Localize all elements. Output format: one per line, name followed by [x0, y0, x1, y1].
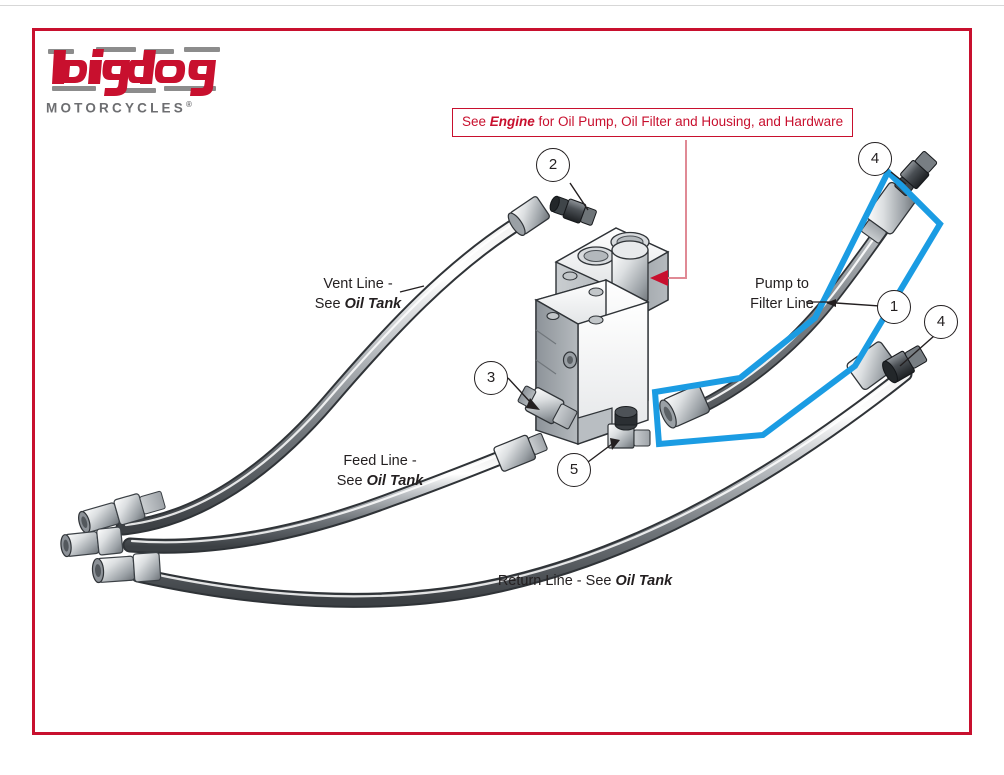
label-vent-line-prefix: See: [314, 295, 345, 312]
label-pump-to-filter-l1: Pump to: [755, 276, 809, 292]
note-suffix: for Oil Pump, Oil Filter and Housing, an…: [534, 114, 844, 129]
callout-bubble-3[interactable]: 3: [474, 361, 508, 395]
label-vent-line-l2: See Oil Tank: [298, 295, 418, 315]
label-feed-line-emphasis: Oil Tank: [366, 472, 424, 489]
label-return-line: Return Line - See Oil Tank: [480, 572, 690, 592]
engine-reference-note: See Engine for Oil Pump, Oil Filter and …: [452, 108, 854, 137]
registered-mark: ®: [185, 100, 192, 109]
callout-bubble-4-lower[interactable]: 4: [924, 305, 958, 339]
label-feed-line: Feed Line - See Oil Tank: [320, 452, 440, 491]
label-vent-line: Vent Line - See Oil Tank: [298, 275, 418, 314]
label-vent-line-l1: Vent Line -: [323, 276, 393, 292]
callout-bubble-4-upper[interactable]: 4: [858, 142, 892, 176]
note-prefix: See: [462, 114, 490, 129]
label-vent-line-emphasis: Oil Tank: [344, 295, 402, 312]
label-return-line-prefix: Return Line - See: [497, 573, 616, 589]
callout-bubble-1[interactable]: 1: [877, 290, 911, 324]
bigdog-logo: MOTORCYCLES®: [44, 44, 224, 124]
bigdog-wordmark-icon: [48, 47, 220, 96]
callout-bubble-5[interactable]: 5: [557, 453, 591, 487]
logo-subtitle: MOTORCYCLES®: [46, 100, 222, 116]
note-emphasis: Engine: [489, 114, 535, 129]
label-return-line-emphasis: Oil Tank: [615, 573, 673, 589]
label-feed-line-l2: See Oil Tank: [320, 472, 440, 492]
callout-bubble-2[interactable]: 2: [536, 148, 570, 182]
label-feed-line-prefix: See: [336, 472, 367, 489]
label-pump-to-filter-line: Pump to Filter Line: [732, 275, 832, 314]
label-return-line-l2: Return Line - See Oil Tank: [480, 572, 690, 592]
top-divider-rule: [0, 5, 1004, 6]
label-feed-line-l1: Feed Line -: [343, 453, 417, 469]
label-pump-to-filter-l2: Filter Line: [750, 295, 814, 312]
logo-subtitle-text: MOTORCYCLES: [46, 100, 186, 116]
